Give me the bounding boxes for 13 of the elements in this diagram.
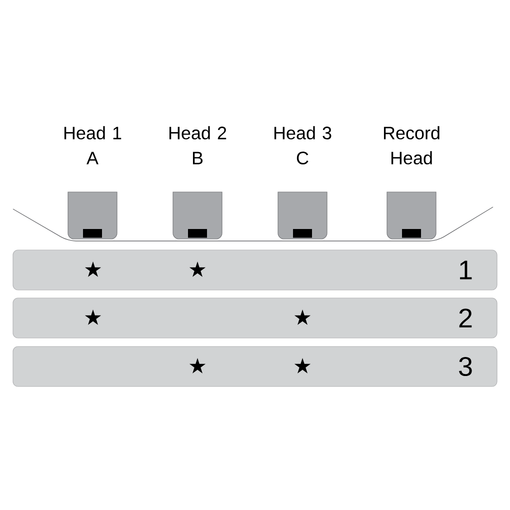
track-band: 1: [12, 250, 498, 290]
head-label: Record Head: [384, 126, 440, 164]
star-icon: [294, 358, 311, 374]
star-icon: [84, 262, 102, 277]
star-icon: [84, 310, 102, 325]
star-icon: [294, 310, 311, 325]
track-band: 2: [12, 298, 498, 338]
head-label: Head 1 A: [64, 126, 122, 164]
star-icon: [189, 358, 206, 374]
head-label: Head 2 B: [169, 126, 226, 164]
head-label: Head 3 C: [274, 126, 332, 164]
star-icon: [189, 262, 206, 277]
track-band: 3: [12, 346, 498, 387]
